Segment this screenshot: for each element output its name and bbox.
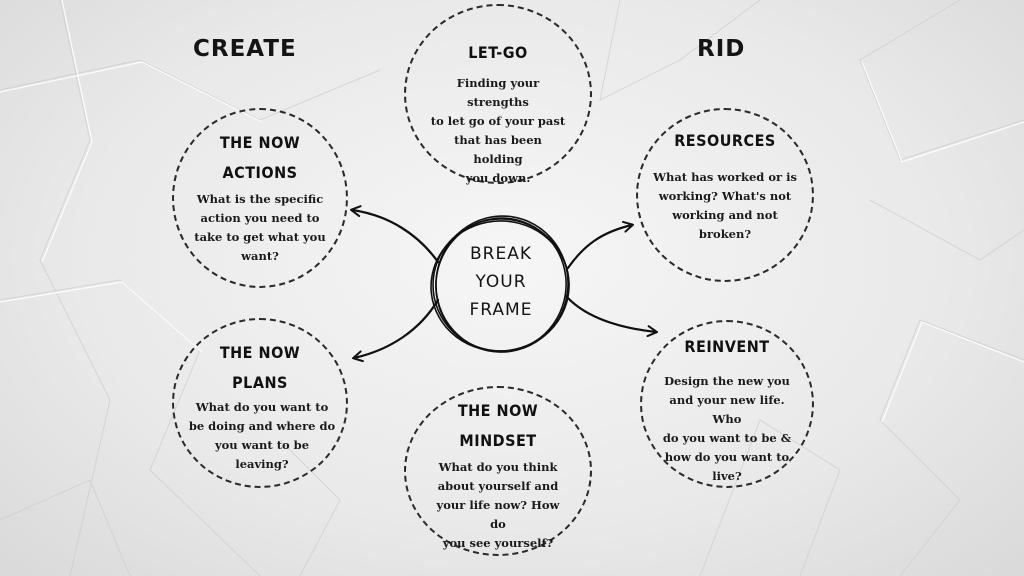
title-line: THE NOW [219,343,301,362]
node-resources-title: RESOURCES [674,131,776,150]
desc-line: What do you think [438,460,558,474]
node-actions-description: What is the specific action you need to … [180,190,340,266]
node-reinvent-description: Design the new you and your new life. Wh… [654,372,800,486]
center-title-line: BREAK [470,244,532,264]
center-title-line: FRAME [469,300,533,320]
desc-line: you see yourself? [442,536,554,550]
scribble-circle [430,215,570,353]
desc-line: live? [712,469,742,483]
desc-line: working? What's not [658,189,792,203]
arrow-to-reinvent [564,294,658,338]
title-line: THE NOW [219,133,301,152]
node-resources: RESOURCES What has worked or is working?… [636,108,814,282]
desc-line: do you want to be & [662,431,792,445]
node-let-go-title: LET-GO [468,43,528,62]
desc-line: your life now? How do [436,498,560,531]
desc-line: about yourself and [437,479,559,493]
desc-line: working and not [672,208,778,222]
desc-line: you want to be [214,438,310,452]
desc-line: that has been holding [454,133,542,166]
desc-line: What is the specific [196,192,324,206]
desc-line: take to get what you [194,230,326,244]
node-plans-description: What do you want to be doing and where d… [184,398,340,474]
node-resources-description: What has worked or is working? What's no… [652,168,798,244]
center-title: BREAK YOUR FRAME [428,240,574,324]
node-plans-title: THE NOW PLANS [174,338,346,398]
desc-line: want? [241,249,279,263]
desc-line: What do you want to [195,400,329,414]
title-line: ACTIONS [222,163,298,182]
desc-line: to let go of your past [430,114,566,128]
node-let-go: LET-GO Finding your strengths to let go … [404,4,592,185]
desc-line: leaving? [235,457,289,471]
desc-line: be doing and where do [188,419,336,433]
arrow-to-actions [350,205,440,264]
node-reinvent-title: REINVENT [684,337,770,356]
desc-line: and your new life. Who [669,393,785,426]
node-the-now-actions: THE NOW ACTIONS What is the specific act… [172,108,348,288]
node-mindset-description: What do you think about yourself and you… [430,458,566,553]
title-line: PLANS [232,373,288,392]
node-let-go-description: Finding your strengths to let go of your… [430,74,566,188]
node-the-now-mindset: THE NOW MINDSET What do you think about … [404,386,592,556]
node-the-now-plans: THE NOW PLANS What do you want to be doi… [172,318,348,488]
title-line: THE NOW [457,401,539,420]
desc-line: how do you want to [664,450,790,464]
desc-line: action you need to [200,211,320,225]
node-reinvent: REINVENT Design the new you and your new… [640,320,814,488]
center-title-line: YOUR [475,272,527,292]
desc-line: broken? [698,227,752,241]
rid-heading: RID [697,36,746,62]
desc-line: Finding your strengths [456,76,540,109]
desc-line: What has worked or is [653,170,797,184]
desc-line: you down. [465,171,531,185]
arrow-to-plans [352,298,440,363]
node-actions-title: THE NOW ACTIONS [174,128,346,188]
desc-line: Design the new you [664,374,790,388]
arrow-to-resources [566,220,634,270]
center-node-break-your-frame: BREAK YOUR FRAME [428,212,574,358]
create-heading: CREATE [193,36,297,62]
title-line: MINDSET [459,431,537,450]
node-mindset-title: THE NOW MINDSET [406,396,590,456]
